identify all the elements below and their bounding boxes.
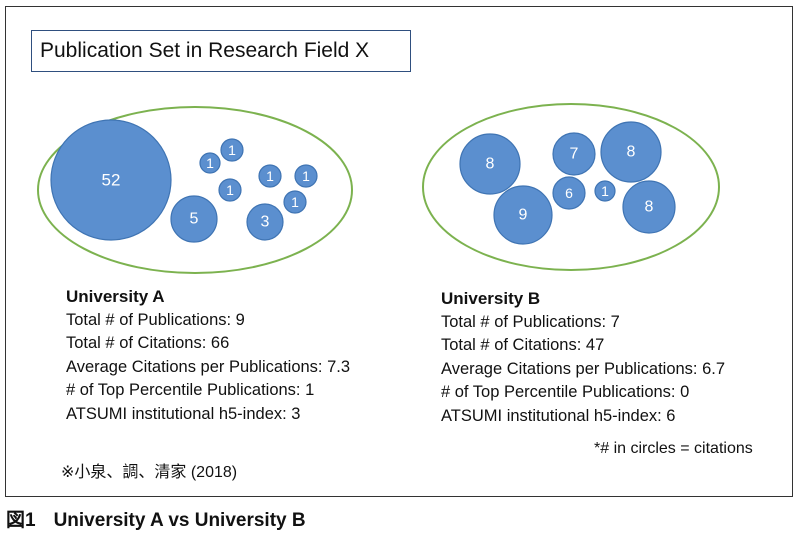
university-b-total-citations: Total # of Citations: 47 — [441, 336, 605, 354]
university-a-citation-count-label: 5 — [190, 211, 199, 228]
university-b-average-citations: Average Citations per Publications: 6.7 — [441, 359, 726, 378]
university-a-publication-circle — [283, 190, 307, 214]
university-a-h5-index: ATSUMI institutional h5-index: 3 — [66, 404, 301, 423]
university-b-h5-index: ATSUMI institutional h5-index: 6 — [441, 406, 676, 425]
university-b-citation-count-label: 9 — [519, 207, 528, 224]
university-a-publication-circle — [246, 203, 284, 241]
diagram-title: Publication Set in Research Field X — [31, 30, 411, 72]
university-b-citation-count-label: 8 — [486, 156, 495, 173]
university-b-publications: 8 9 7 6 1 8 8 — [459, 121, 676, 245]
legend-note: *# in circles = citations — [594, 440, 753, 457]
university-a-citation-count-label: 1 — [206, 155, 214, 171]
university-b-citation-count-label: 7 — [570, 146, 579, 163]
university-a-average-citations: Average Citations per Publications: 7.3 — [66, 357, 351, 376]
university-a-publication-circle — [170, 195, 218, 243]
figure-caption: 図1 University A vs University B — [6, 505, 306, 532]
university-a-publication-circle — [50, 119, 172, 241]
university-a-stats: University A Total # of Publications: 9 … — [66, 285, 350, 426]
university-a-citation-count-label: 1 — [302, 168, 310, 184]
university-a-publication-circle — [218, 178, 242, 202]
university-b-top-percentile: # of Top Percentile Publications: 0 — [441, 383, 690, 401]
university-a-publication-circle — [258, 164, 282, 188]
university-b-citation-count-label: 8 — [627, 144, 636, 161]
university-a-publication-circle — [199, 152, 221, 174]
university-a-total-citations: Total # of Citations: 66 — [66, 334, 230, 352]
university-a-citation-count-label: 52 — [102, 171, 121, 190]
source-note: ※小泉、調、清家 (2018) — [61, 464, 238, 481]
university-b-name: University B — [441, 289, 541, 308]
university-b-stats: University B Total # of Publications: 7 … — [441, 287, 725, 428]
figure-frame — [5, 6, 793, 497]
university-a-ellipse — [37, 106, 353, 274]
university-b-publication-circle — [459, 133, 521, 195]
university-a-citation-count-label: 1 — [291, 194, 299, 210]
university-a-citation-count-label: 3 — [261, 214, 270, 231]
university-a-top-percentile: # of Top Percentile Publications: 1 — [66, 381, 315, 399]
university-a-publication-circle — [220, 138, 244, 162]
university-b-publication-circle — [552, 176, 586, 210]
figure-number: 図1 — [6, 510, 36, 531]
diagram-title-text: Publication Set in Research Field X — [40, 39, 370, 62]
university-b-publication-circle — [493, 185, 553, 245]
university-a-name: University A — [66, 287, 165, 306]
university-b-citation-count-label: 6 — [565, 185, 573, 201]
university-b-publication-circle — [622, 180, 676, 234]
university-b-publication-circle — [600, 121, 662, 183]
figure-caption-text: University A vs University B — [53, 510, 306, 531]
university-a-publication-circle — [294, 164, 318, 188]
university-b-publication-circle — [552, 132, 596, 176]
university-b-publication-circle — [594, 180, 616, 202]
university-a-citation-count-label: 1 — [228, 142, 236, 158]
university-a-citation-count-label: 1 — [226, 182, 234, 198]
university-b-citation-count-label: 1 — [601, 183, 609, 199]
university-b-total-publications: Total # of Publications: 7 — [441, 312, 620, 331]
university-b-ellipse — [422, 103, 720, 271]
university-a-total-publications: Total # of Publications: 9 — [66, 310, 245, 329]
university-a-citation-count-label: 1 — [266, 168, 274, 184]
university-b-citation-count-label: 8 — [645, 199, 654, 216]
